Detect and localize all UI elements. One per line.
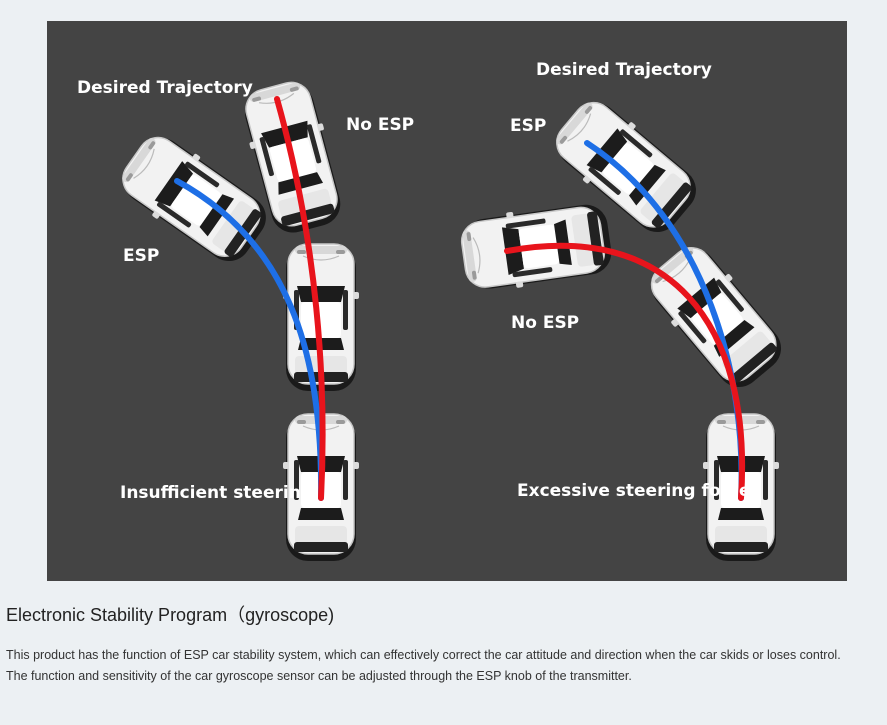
left-caption: Insufficient steering: [120, 483, 313, 503]
esp-diagram-svg: Desired Trajectory No ESP ESP Insufficie…: [77, 60, 794, 562]
left-no-esp-label: No ESP: [346, 115, 414, 135]
description-line-2: The function and sensitivity of the car …: [6, 669, 632, 683]
description-line-1: This product has the function of ESP car…: [6, 648, 841, 662]
right-caption: Excessive steering force: [517, 481, 751, 501]
section-heading: Electronic Stability Program（gyroscope): [6, 605, 335, 625]
no-esp-path-right: [504, 242, 746, 501]
right-esp-label: ESP: [510, 116, 546, 136]
description: This product has the function of ESP car…: [6, 645, 881, 687]
esp-diagram: Desired Trajectory No ESP ESP Insufficie…: [47, 21, 847, 581]
left-esp-label: ESP: [123, 246, 159, 266]
right-no-esp-label: No ESP: [511, 313, 579, 333]
left-desired-trajectory-label: Desired Trajectory: [77, 78, 253, 98]
right-desired-trajectory-label: Desired Trajectory: [536, 60, 712, 80]
no-esp-path-left: [274, 96, 326, 501]
